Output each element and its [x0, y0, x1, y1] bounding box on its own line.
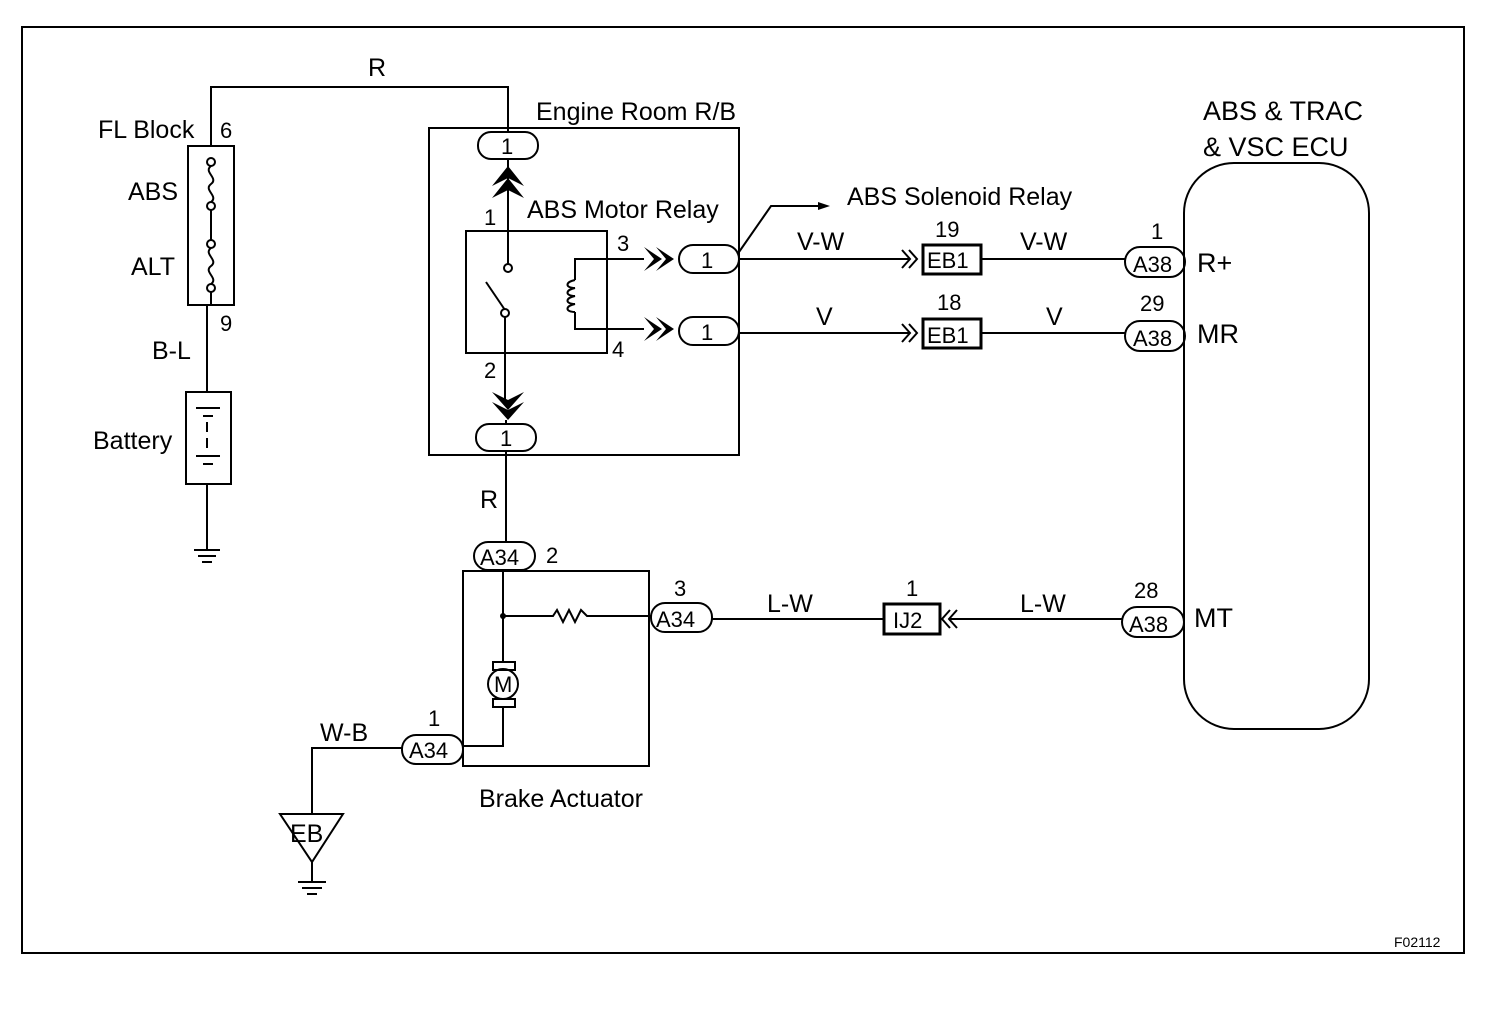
ground-eb-label: EB	[290, 820, 323, 848]
ground-point-eb	[278, 813, 345, 864]
resistor-icon	[503, 607, 651, 625]
connector-a34-left-pin: 1	[428, 706, 440, 731]
rb-connector-r2-label: 1	[701, 320, 713, 345]
connector-ij2-name: IJ2	[893, 608, 922, 633]
connector-a38-mt-name: A38	[1129, 612, 1168, 637]
wire-label-battery: B-L	[152, 337, 191, 365]
fuse-abs-icon	[206, 157, 216, 211]
ecu-terminal-mt: MT	[1194, 603, 1233, 633]
fl-block-label: FL Block	[98, 116, 195, 144]
connector-a38-mt	[1121, 606, 1185, 638]
relay-pin-4: 4	[612, 337, 624, 362]
ground-icon	[194, 549, 220, 563]
actuator-box	[462, 570, 650, 767]
connector-a38-rplus-name: A38	[1133, 252, 1172, 277]
relay-switch-blade	[485, 281, 506, 311]
fuse-abs-label: ABS	[128, 178, 178, 206]
wire-label-solenoid-2: V-W	[1020, 228, 1068, 256]
rb-connector-r2	[678, 316, 740, 346]
connector-a34-left	[401, 734, 464, 765]
brake-actuator: A34 2 M A34 3 A34 1 Brake Actuator	[401, 541, 713, 813]
connector-ij2-pin: 1	[906, 576, 918, 601]
wire-label-motor-1: V	[816, 303, 833, 331]
fuse-alt-icon	[206, 239, 216, 293]
chevron-right-icon	[901, 249, 919, 269]
relay-pin-2: 2	[484, 358, 496, 383]
wire-label-mt-2: L-W	[1020, 590, 1066, 618]
diagram-id: F02112	[1394, 934, 1441, 950]
connector-eb1-b-pin: 18	[937, 290, 961, 315]
wire-label-rb-actuator: R	[480, 486, 498, 514]
wire-fl-to-rb	[210, 86, 509, 146]
relay-contact-top	[503, 263, 513, 273]
fuse-alt-label: ALT	[131, 253, 175, 281]
battery-icon	[196, 407, 220, 465]
rb-connector-r1-label: 1	[701, 248, 713, 273]
connector-eb1-a-pin: 19	[935, 217, 959, 242]
wire-label-solenoid-1: V-W	[797, 228, 845, 256]
connector-a34-top-pin: 2	[546, 543, 558, 568]
relay-contact-bottom	[500, 308, 510, 318]
fl-block: FL Block 6 9 ABS ALT	[98, 116, 235, 336]
ecu-title-line2: & VSC ECU	[1203, 132, 1349, 162]
actuator-label: Brake Actuator	[479, 785, 643, 813]
relay-coil-icon	[566, 258, 644, 330]
wire-label-motor-2: V	[1046, 303, 1063, 331]
engine-room-label: Engine Room R/B	[536, 98, 736, 126]
solenoid-relay-label: ABS Solenoid Relay	[847, 183, 1073, 211]
connector-a34-left-name: A34	[409, 738, 448, 763]
ground-icon	[298, 881, 326, 895]
connector-ij2	[882, 602, 942, 636]
connector-a34-top-name: A34	[480, 545, 519, 570]
engine-room-box	[428, 127, 740, 456]
wire-label-fl-rb: R	[368, 54, 386, 82]
connector-a38-mr-pin: 29	[1140, 291, 1164, 316]
connector-a38-rplus-pin: 1	[1151, 219, 1163, 244]
connector-eb1-b-name: EB1	[927, 323, 969, 348]
diagram-frame	[21, 26, 1465, 954]
motor-relay-box	[465, 230, 608, 354]
battery-box	[185, 391, 232, 485]
fl-block-pin-bottom: 9	[220, 311, 232, 336]
fl-block-pin-top: 6	[220, 118, 232, 143]
battery-label: Battery	[93, 427, 173, 455]
relay-pin-1: 1	[484, 205, 496, 230]
relay-pin-3: 3	[617, 231, 629, 256]
solenoid-relay-pointer	[738, 205, 818, 253]
motor-relay-label: ABS Motor Relay	[527, 196, 719, 224]
ecu-title-line1: ABS & TRAC	[1203, 96, 1363, 126]
wire-label-mt-1: L-W	[767, 590, 813, 618]
ecu-box	[1183, 162, 1370, 730]
chevron-right-icon	[644, 247, 674, 341]
engine-room-rb: Engine Room R/B 1 1 ABS Motor Relay 1 2 …	[428, 98, 740, 456]
ecu-terminal-rplus: R+	[1197, 248, 1232, 278]
wire-ground	[311, 747, 402, 814]
connector-eb1-a-name: EB1	[927, 248, 969, 273]
rb-connector-bottom-label: 1	[500, 426, 512, 451]
connector-a34-right-name: A34	[656, 607, 695, 632]
motor-symbol: M	[494, 672, 512, 697]
chevron-down-icon	[492, 392, 524, 420]
chevron-right-icon	[901, 323, 919, 343]
connector-a38-mt-pin: 28	[1134, 578, 1158, 603]
ecu-terminal-mr: MR	[1197, 319, 1239, 349]
connector-a34-right	[650, 602, 713, 633]
rb-connector-top-label: 1	[501, 134, 513, 159]
connector-a34-top	[473, 541, 536, 571]
connector-a34-right-pin: 3	[674, 576, 686, 601]
wire-label-ground: W-B	[320, 719, 368, 747]
connector-a38-mr-name: A38	[1133, 326, 1172, 351]
battery: Battery	[93, 391, 232, 485]
